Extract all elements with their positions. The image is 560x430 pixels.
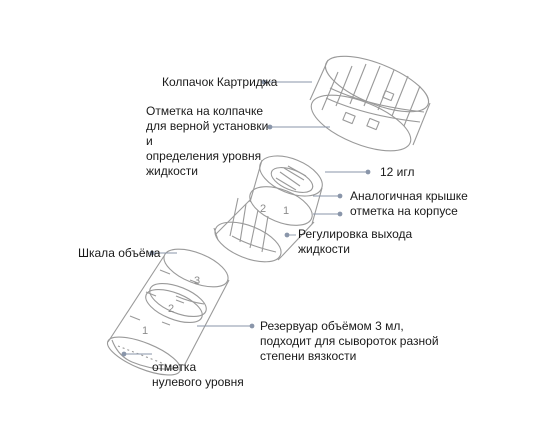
label-zero-mark: отметка нулевого уровня [152, 360, 262, 390]
label-line: нулевого уровня [152, 375, 244, 389]
scale-number: 2 [168, 303, 174, 315]
leader-dot [149, 250, 155, 256]
label-line: отметка на корпусе [350, 204, 458, 218]
label-line: определения уровня [146, 149, 262, 163]
cartridge-cap [309, 55, 431, 152]
label-needles: 12 игл [380, 165, 415, 179]
label-reservoir: Резервуар объёмом 3 мл, подходит для сыв… [260, 319, 460, 364]
label-volume-scale: Шкала объёма [78, 246, 161, 260]
leader-dot [249, 323, 255, 329]
reservoir-body [106, 248, 230, 376]
leader-dot [365, 169, 371, 175]
leader-dot [337, 211, 343, 217]
needle-body [213, 155, 323, 263]
label-cap: Колпачок Картриджа [162, 75, 278, 89]
leader-dot [284, 232, 290, 238]
label-line: Отметка на колпачке [146, 104, 264, 118]
label-line: жидкости [298, 242, 350, 256]
body-scale-number: 1 [283, 205, 289, 217]
label-line: жидкости [146, 164, 198, 178]
leader-dot [121, 351, 127, 357]
leader-dot [267, 124, 273, 130]
label-line: Регулировка выхода [298, 227, 413, 241]
body-scale-number: 2 [260, 203, 266, 215]
leader-dot [261, 79, 267, 85]
label-line: степени вязкости [260, 349, 357, 363]
label-flow-adjust: Регулировка выхода жидкости [298, 227, 428, 257]
scale-number: 3 [194, 275, 200, 287]
scale-number: 1 [142, 325, 148, 337]
leader-dot [337, 193, 343, 199]
label-cap-mark: Отметка на колпачке для верной установки… [146, 104, 270, 179]
label-line: для верной установки и [146, 119, 269, 148]
label-line: Резервуар объёмом 3 мл, [260, 319, 404, 333]
label-body-mark: Аналогичная крышке отметка на корпусе [350, 189, 490, 219]
label-line: отметка [152, 360, 197, 374]
label-line: Аналогичная крышке [350, 189, 468, 203]
label-line: подходит для сывороток разной [260, 334, 439, 348]
